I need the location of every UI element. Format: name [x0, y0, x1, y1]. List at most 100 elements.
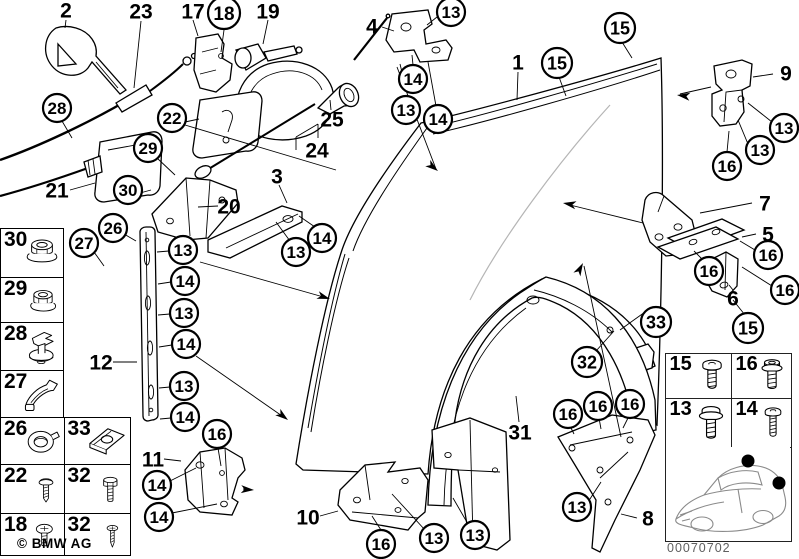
svg-text:14: 14 [313, 229, 332, 248]
rod-24-grommet-25 [194, 82, 360, 179]
flange-bolt-icon [761, 359, 783, 390]
svg-text:22: 22 [163, 109, 182, 128]
callout-circled-14: 14 [169, 265, 201, 297]
legend-cell-18: 18 [0, 512, 65, 556]
svg-text:14: 14 [148, 476, 167, 495]
part-label-9: 9 [780, 63, 792, 86]
lock-support-assembly [193, 33, 335, 141]
part-label-12: 12 [89, 352, 112, 375]
legend-cell-29: 29 [0, 276, 64, 324]
diagram-number: 00070702 [667, 541, 731, 555]
legend-cell-33: 33 [63, 417, 131, 465]
legend-part-number: 22 [4, 463, 28, 487]
button-screw-icon [701, 359, 722, 389]
svg-text:15: 15 [610, 18, 630, 38]
legend-cell-22: 22 [0, 463, 65, 514]
legend-cell-27: 27 [0, 369, 64, 419]
callout-circled-13: 13 [561, 491, 593, 523]
svg-text:13: 13 [568, 498, 587, 517]
svg-text:16: 16 [589, 397, 608, 416]
inset-cell-13: 13 [664, 397, 732, 448]
callout-circled-13: 13 [167, 234, 199, 266]
callout-circled-15: 15 [731, 311, 765, 345]
svg-text:14: 14 [177, 335, 196, 354]
callout-circled-22: 22 [156, 102, 188, 134]
part-label-7: 7 [759, 193, 771, 216]
callout-circled-16: 16 [711, 150, 743, 182]
part-label-3: 3 [271, 166, 283, 189]
svg-text:16: 16 [776, 281, 795, 300]
callout-circled-15: 15 [603, 11, 637, 45]
tapping-screw-icon [106, 524, 119, 547]
button-screw-long-icon [764, 406, 782, 437]
car-location-thumbnail [666, 447, 790, 541]
part-label-4: 4 [366, 16, 378, 39]
svg-text:16: 16 [718, 157, 737, 176]
callout-circled-29: 29 [132, 132, 164, 164]
part-label-10: 10 [296, 507, 319, 530]
callout-circled-14: 14 [170, 328, 202, 360]
svg-text:13: 13 [174, 241, 193, 260]
svg-text:13: 13 [287, 243, 306, 262]
legend-cell-32b: 32 [63, 512, 131, 556]
inset-part-number: 13 [669, 397, 692, 420]
legend-cell-26: 26 [0, 417, 65, 465]
inset-cell-15: 15 [664, 353, 732, 399]
hex-bolt-icon [103, 476, 118, 502]
legend-part-number: 26 [4, 417, 28, 440]
callout-circled-18: 18 [206, 0, 242, 31]
svg-text:13: 13 [466, 526, 485, 545]
legend-part-number: 28 [4, 322, 28, 345]
gasket-plates-5 [656, 218, 746, 260]
svg-text:15: 15 [547, 53, 567, 73]
callout-circled-13: 13 [768, 112, 799, 144]
callout-circled-16: 16 [769, 274, 799, 306]
svg-text:13: 13 [775, 119, 794, 138]
callout-circled-33: 33 [639, 305, 673, 339]
inset-part-number: 14 [735, 397, 758, 420]
legend-part-number: 33 [67, 417, 91, 440]
svg-text:13: 13 [751, 141, 770, 160]
svg-text:14: 14 [404, 70, 423, 89]
svg-text:13: 13 [425, 529, 444, 548]
bracket-9 [711, 59, 753, 127]
callout-circled-16: 16 [365, 528, 397, 559]
key-illustration [45, 25, 127, 95]
callout-circled-14: 14 [422, 103, 454, 135]
part-label-19: 19 [256, 1, 279, 24]
body-plug-icon [27, 430, 60, 453]
leader-lines [61, 16, 774, 531]
bracket-3 [207, 205, 303, 259]
svg-text:15: 15 [738, 318, 758, 338]
svg-text:13: 13 [397, 101, 416, 120]
washer-screw-icon [38, 477, 54, 502]
svg-text:18: 18 [213, 4, 234, 25]
callout-circled-16: 16 [614, 388, 646, 420]
svg-text:16: 16 [208, 425, 227, 444]
bracket-10 [337, 461, 429, 531]
location-dot [741, 454, 755, 468]
fender-panel [295, 57, 664, 475]
callout-circled-13: 13 [168, 297, 200, 329]
collar-nut-icon [30, 289, 57, 311]
svg-text:16: 16 [700, 262, 719, 281]
callout-circled-14: 14 [141, 469, 173, 501]
flange-bolt-large-icon [698, 405, 723, 439]
lock-module-box [192, 91, 263, 159]
svg-text:30: 30 [119, 181, 138, 200]
callout-circled-14: 14 [397, 63, 429, 95]
svg-text:32: 32 [577, 352, 597, 372]
legend-part-number: 30 [4, 228, 28, 251]
svg-text:14: 14 [429, 110, 448, 129]
callout-circled-27: 27 [68, 227, 100, 259]
legend-part-number: 32 [67, 512, 91, 536]
part-label-8: 8 [642, 508, 654, 531]
svg-text:27: 27 [75, 234, 94, 253]
part-label-23: 23 [129, 1, 152, 24]
flange-nut-icon [26, 239, 58, 263]
callout-circled-16: 16 [552, 398, 584, 430]
part-label-25: 25 [320, 109, 344, 132]
legend-cell-28: 28 [0, 322, 64, 371]
